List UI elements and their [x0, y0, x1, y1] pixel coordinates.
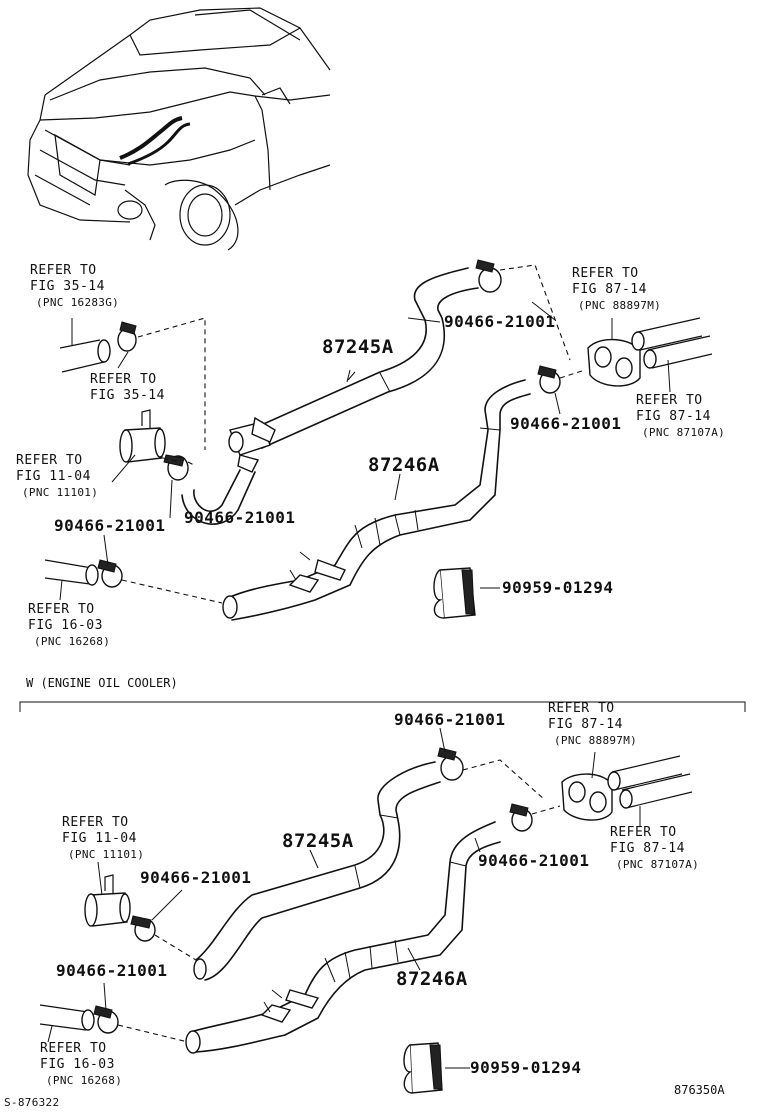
lower-ref-label-fig11-04-pnc11101-line3[interactable]: (PNC 11101) — [68, 848, 145, 861]
section-header-engine-oil-cooler: W (ENGINE OIL COOLER) — [26, 676, 178, 690]
ref-label-fig11-04-pnc11101-line2[interactable]: FIG 11-04 — [16, 469, 91, 484]
part-number-clip[interactable]: 90959-01294 — [502, 578, 614, 597]
lower-ref-label-fig87-14-pnc88897m-line2[interactable]: FIG 87-14 — [548, 717, 623, 732]
part-number-clamp-top[interactable]: 90466-21001 — [444, 312, 556, 331]
lower-ref-label-fig16-03-pnc16268-line1[interactable]: REFER TO — [40, 1041, 107, 1056]
ref-label-fig87-14-pnc88897m-line1[interactable]: REFER TO — [572, 266, 639, 281]
lower-ref-label-fig11-04-pnc11101-line1[interactable]: REFER TO — [62, 815, 129, 830]
lower-ref-label-fig87-14-pnc87107a-line2[interactable]: FIG 87-14 — [610, 841, 685, 856]
ref-label-fig16-03-pnc16268-line3[interactable]: (PNC 16268) — [34, 635, 111, 648]
ref-label-fig16-03-pnc16268-line2[interactable]: FIG 16-03 — [28, 618, 103, 633]
part-number-87246a[interactable]: 87246A — [368, 454, 440, 476]
lower-part-number-clip[interactable]: 90959-01294 — [470, 1058, 582, 1077]
lower-ref-label-fig87-14-pnc88897m-line3[interactable]: (PNC 88897M) — [554, 734, 638, 747]
ref-label-fig87-14-pnc87107a-line2[interactable]: FIG 87-14 — [636, 409, 711, 424]
vehicle-illustration — [27, 7, 331, 251]
lower-part-number-clamp-top[interactable]: 90466-21001 — [394, 710, 506, 729]
part-number-clamp-right[interactable]: 90466-21001 — [510, 414, 622, 433]
ref-label-fig87-14-pnc87107a-line3[interactable]: (PNC 87107A) — [642, 426, 726, 439]
upper-misc-drawing — [44, 259, 713, 619]
ref-label-fig87-14-pnc88897m-line3[interactable]: (PNC 88897M) — [578, 299, 662, 312]
lower-part-number-clamp-right[interactable]: 90466-21001 — [478, 851, 590, 870]
lower-ref-label-fig87-14-pnc87107a-line1[interactable]: REFER TO — [610, 825, 677, 840]
lower-hose-87246a-drawing — [185, 821, 501, 1054]
sheet-code: S-876322 — [4, 1096, 60, 1109]
ref-label-fig11-04-pnc11101-line3[interactable]: (PNC 11101) — [22, 486, 99, 499]
lower-misc-drawing — [39, 747, 693, 1094]
part-number-clamp-middle[interactable]: 90466-21001 — [184, 508, 296, 527]
lower-ref-label-fig87-14-pnc88897m-line1[interactable]: REFER TO — [548, 701, 615, 716]
upper-hose-87246a-drawing — [222, 379, 531, 621]
lower-ref-label-fig16-03-pnc16268-line2[interactable]: FIG 16-03 — [40, 1057, 115, 1072]
upper-leaders — [59, 301, 671, 601]
ref-label-fig16-03-pnc16268-line1[interactable]: REFER TO — [28, 602, 95, 617]
lower-ref-label-fig87-14-pnc87107a-line3[interactable]: (PNC 87107A) — [616, 858, 700, 871]
figure-code: 876350A — [674, 1083, 725, 1097]
upper-hose-87245a-drawing — [181, 267, 479, 525]
part-number-clamp-left[interactable]: 90466-21001 — [54, 516, 166, 535]
ref-label-fig35-14-line1[interactable]: REFER TO — [90, 372, 157, 387]
lower-part-number-clamp-left[interactable]: 90466-21001 — [56, 961, 168, 980]
part-number-87245a[interactable]: 87245A — [322, 336, 394, 358]
lower-part-number-clamp-middle[interactable]: 90466-21001 — [140, 868, 252, 887]
lower-part-number-87245a[interactable]: 87245A — [282, 830, 354, 852]
ref-label-fig35-14-pnc16283g-line3[interactable]: (PNC 16283G) — [36, 296, 120, 309]
section-divider — [19, 701, 746, 712]
ref-label-fig87-14-pnc87107a-line1[interactable]: REFER TO — [636, 393, 703, 408]
lower-ref-label-fig11-04-pnc11101-line2[interactable]: FIG 11-04 — [62, 831, 137, 846]
ref-label-fig11-04-pnc11101-line1[interactable]: REFER TO — [16, 453, 83, 468]
lower-ref-label-fig16-03-pnc16268-line3[interactable]: (PNC 16268) — [46, 1074, 123, 1087]
lower-hose-87245a-drawing — [193, 761, 441, 981]
ref-label-fig35-14-line2[interactable]: FIG 35-14 — [90, 388, 165, 403]
ref-label-fig35-14-pnc16283g-line2[interactable]: FIG 35-14 — [30, 279, 105, 294]
ref-label-fig87-14-pnc88897m-line2[interactable]: FIG 87-14 — [572, 282, 647, 297]
ref-label-fig35-14-pnc16283g-line1[interactable]: REFER TO — [30, 263, 97, 278]
lower-part-number-87246a[interactable]: 87246A — [396, 968, 468, 990]
lower-leaders — [47, 727, 641, 1069]
